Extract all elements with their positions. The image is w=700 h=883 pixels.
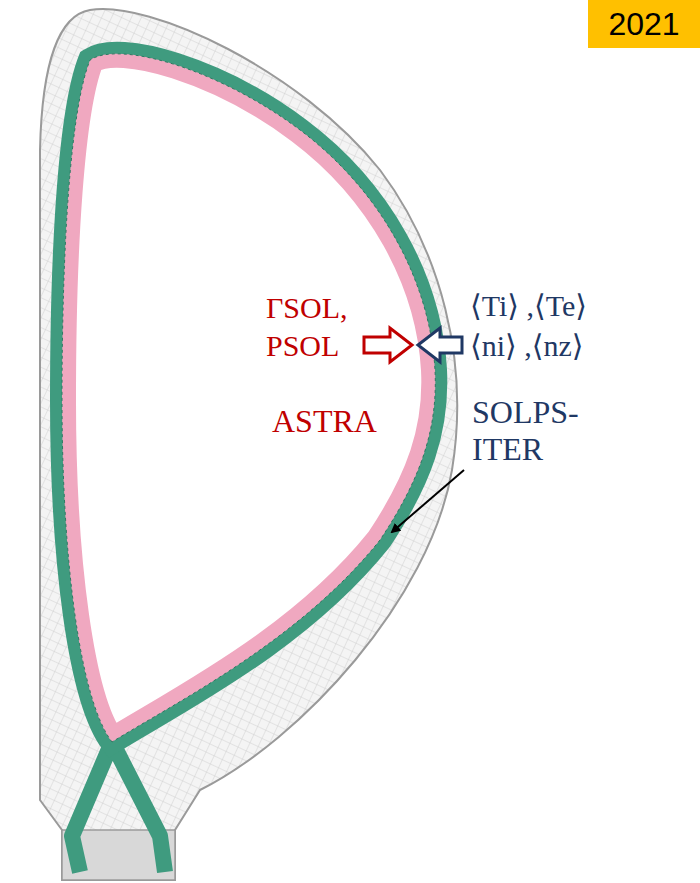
sol-band-edge bbox=[62, 54, 435, 742]
power-label: PSOL bbox=[266, 331, 339, 361]
sol-band bbox=[62, 54, 435, 742]
year-text: 2021 bbox=[608, 8, 679, 40]
outer-mesh bbox=[40, 9, 457, 880]
code-name: ASTRA bbox=[272, 405, 377, 437]
core-edge-band bbox=[62, 54, 435, 742]
temperature-label: ⟨Ti⟩ ,⟨Te⟩ bbox=[470, 291, 587, 321]
density-label: ⟨ni⟩ ,⟨nz⟩ bbox=[470, 331, 583, 361]
leader-line bbox=[392, 470, 464, 532]
boundary-arrow bbox=[418, 328, 462, 362]
divertor-leg bbox=[72, 742, 165, 872]
year-box: 2021 bbox=[588, 0, 700, 48]
flux-arrow bbox=[364, 328, 412, 362]
flux-label: ΓSOL, bbox=[266, 293, 348, 323]
code-name: SOLPS- ITER bbox=[472, 394, 592, 468]
